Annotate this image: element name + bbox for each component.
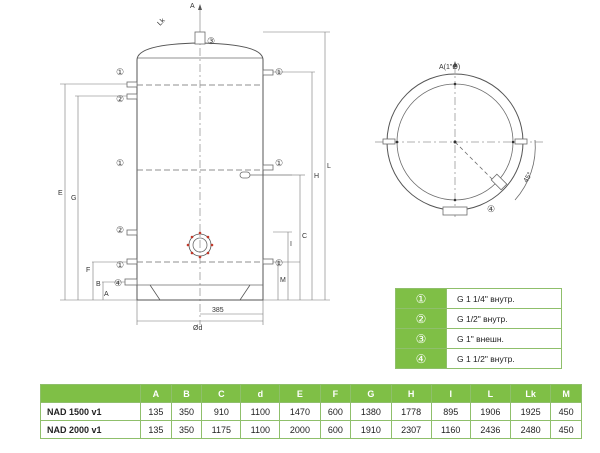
table-header-row: A B C d E F G H I L Lk M: [40, 384, 582, 403]
marker-1-low-right: ①: [275, 258, 283, 268]
table-header: A: [140, 384, 172, 403]
marker-3-top: ③: [207, 36, 215, 46]
connection-legend: ① G 1 1/4" внутр. ② G 1/2" внутр. ③ G 1"…: [395, 288, 562, 369]
table-cell: 2480: [509, 420, 552, 439]
table-cell: 1160: [430, 420, 471, 439]
top-port-label: A: [190, 3, 195, 10]
table-cell: 895: [430, 402, 471, 421]
legend-row: ④ G 1 1/2" внутр.: [395, 348, 562, 369]
table-header: C: [201, 384, 242, 403]
table-cell: 600: [319, 420, 352, 439]
table-cell: 1380: [350, 402, 392, 421]
table-header: I: [430, 384, 471, 403]
dim-A: A: [104, 291, 109, 298]
table-cell: 135: [140, 420, 172, 439]
legend-text: G 1 1/4" внутр.: [446, 288, 562, 309]
dim-E: E: [58, 190, 63, 197]
table-cell: 135: [140, 402, 172, 421]
table-cell: 350: [170, 402, 203, 421]
legend-text: G 1" внешн.: [446, 328, 562, 349]
table-header: E: [279, 384, 321, 403]
tank-side-view: A Lk 385 Ød E G F B A L H C I M ① ② ① ② …: [58, 3, 331, 332]
marker-1-top-left: ①: [116, 67, 124, 77]
tank-top-view: A(1"Ø) 45° ④: [375, 61, 545, 220]
table-cell: 450: [550, 402, 582, 421]
model-name: NAD 2000 v1: [40, 420, 141, 439]
dim-I: I: [290, 241, 292, 248]
dim-F: F: [86, 267, 90, 274]
dim-C: C: [302, 233, 307, 240]
table-cell: 1470: [279, 402, 321, 421]
table-row: NAD 2000 v1 135 350 1175 1100 2000 600 1…: [40, 420, 582, 439]
table-cell: 2000: [279, 420, 321, 439]
marker-1-mid-right: ①: [275, 158, 283, 168]
table-cell: 450: [550, 420, 582, 439]
legend-text: G 1 1/2" внутр.: [446, 348, 562, 369]
legend-row: ① G 1 1/4" внутр.: [395, 288, 562, 309]
table-cell: 1100: [240, 402, 281, 421]
dim-B: B: [96, 281, 101, 288]
lk-label: Lk: [156, 17, 167, 28]
table-cell: 600: [319, 402, 352, 421]
table-header: d: [240, 384, 281, 403]
table-cell: 1175: [201, 420, 242, 439]
top-port: [194, 31, 206, 45]
table-header-empty: [40, 384, 141, 403]
dim-H: H: [314, 173, 319, 180]
table-header: L: [469, 384, 511, 403]
dim-M: M: [280, 277, 286, 284]
table-cell: 2436: [469, 420, 511, 439]
dim-L: L: [327, 163, 331, 170]
marker-1-top-right: ①: [275, 67, 283, 77]
marker-4-drain: ④: [114, 278, 122, 288]
top-view-port-label: A(1"Ø): [439, 64, 460, 71]
legend-symbol: ③: [395, 328, 447, 349]
table-header: H: [390, 384, 432, 403]
legend-symbol: ④: [395, 348, 447, 369]
table-cell: 910: [201, 402, 242, 421]
table-header: M: [550, 384, 582, 403]
table-header: B: [170, 384, 203, 403]
table-cell: 1925: [509, 402, 552, 421]
bottom-dimension-label: 385: [212, 307, 224, 314]
table-cell: 1906: [469, 402, 511, 421]
marker-1-mid-left: ①: [116, 158, 124, 168]
legend-symbol: ②: [395, 308, 447, 329]
marker-1-low-left: ①: [116, 260, 124, 270]
legend-row: ② G 1/2" внутр.: [395, 308, 562, 329]
table-cell: 350: [170, 420, 203, 439]
table-header: G: [350, 384, 392, 403]
legend-text: G 1/2" внутр.: [446, 308, 562, 329]
legend-symbol: ①: [395, 288, 447, 309]
dimensions-table: A B C d E F G H I L Lk M NAD 1500 v1 135…: [40, 384, 582, 439]
model-name: NAD 1500 v1: [40, 402, 141, 421]
diameter-label: Ød: [193, 325, 202, 332]
table-cell: 1910: [350, 420, 392, 439]
marker-2-top-left: ②: [116, 94, 124, 104]
table-cell: 1100: [240, 420, 281, 439]
table-cell: 2307: [390, 420, 432, 439]
angle-label: 45°: [522, 171, 534, 184]
table-header: F: [319, 384, 352, 403]
dim-G: G: [71, 195, 76, 202]
marker-2-low-left: ②: [116, 225, 124, 235]
table-header: Lk: [509, 384, 552, 403]
table-cell: 1778: [390, 402, 432, 421]
top-view-marker-4: ④: [487, 204, 495, 214]
legend-row: ③ G 1" внешн.: [395, 328, 562, 349]
table-row: NAD 1500 v1 135 350 910 1100 1470 600 13…: [40, 402, 582, 421]
